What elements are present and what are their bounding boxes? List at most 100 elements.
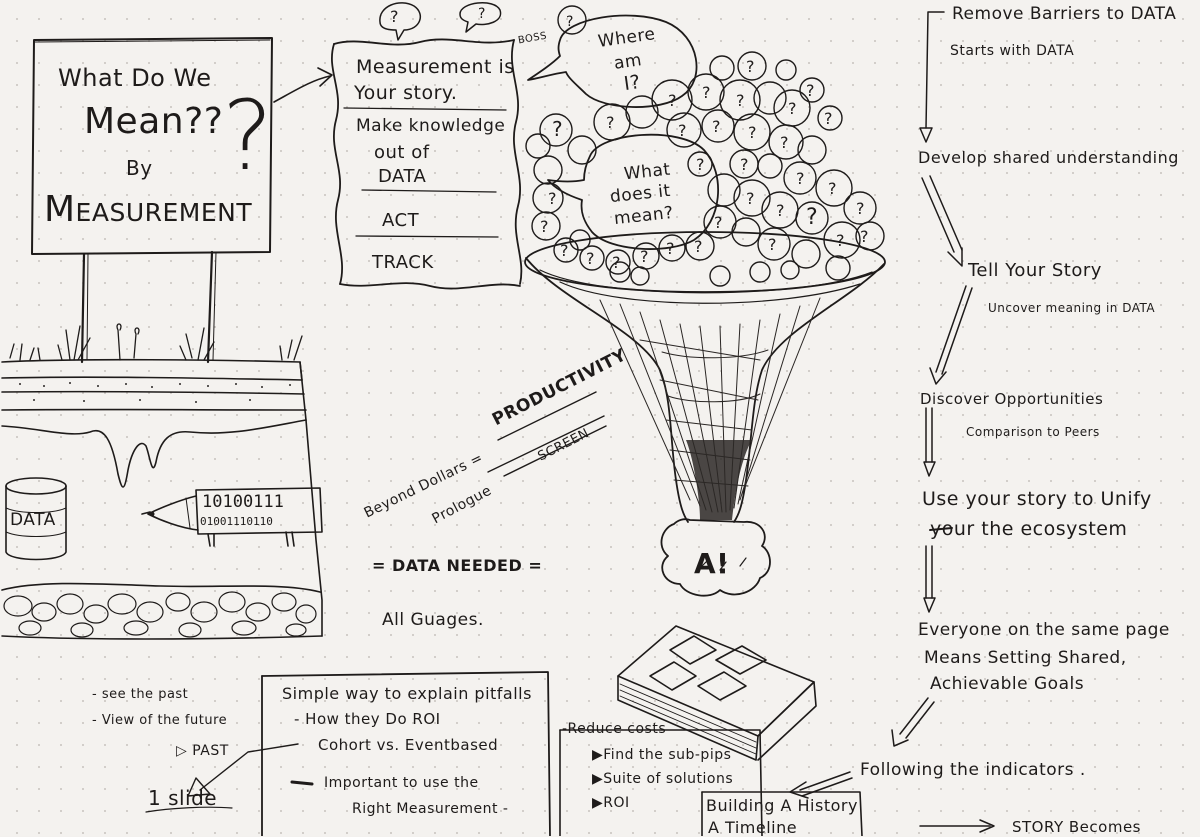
fist bbox=[660, 518, 771, 597]
svg-text:?: ? bbox=[860, 227, 869, 246]
reduce-item-3: ▶ROI bbox=[592, 795, 630, 811]
svg-text:?: ? bbox=[560, 241, 569, 260]
svg-text:?: ? bbox=[828, 179, 837, 198]
svg-text:?: ? bbox=[806, 205, 818, 230]
svg-text:?: ? bbox=[824, 109, 833, 128]
pitfalls-important: Important to use the bbox=[324, 775, 479, 791]
svg-text:?: ? bbox=[836, 231, 845, 250]
svg-text:?: ? bbox=[796, 169, 805, 188]
svg-text:?: ? bbox=[612, 253, 621, 272]
svg-text:?: ? bbox=[788, 99, 797, 118]
fist-label: A! bbox=[694, 547, 730, 580]
where-bubble-line-2: am bbox=[612, 50, 644, 74]
svg-text:?: ? bbox=[566, 14, 573, 30]
binary-top: 10100111 bbox=[202, 492, 284, 512]
pitfalls-how-roi: - How they Do ROI bbox=[294, 710, 441, 728]
svg-text:?: ? bbox=[552, 117, 563, 141]
scroll-item-2: Your story. bbox=[354, 82, 458, 104]
flow-discover: Discover Opportunities bbox=[920, 390, 1104, 408]
where-am-i-bubble bbox=[527, 14, 698, 108]
pitfalls-title: Simple way to explain pitfalls bbox=[282, 684, 532, 703]
question-balls bbox=[525, 51, 885, 287]
flow-timeline: A Timeline bbox=[708, 818, 798, 837]
flow-building: Building A History bbox=[706, 796, 858, 815]
one-slide-label: 1 slide bbox=[148, 786, 218, 810]
svg-text:?: ? bbox=[694, 237, 703, 256]
svg-text:?: ? bbox=[714, 213, 723, 232]
what-bubble-line-1: What bbox=[623, 159, 672, 185]
svg-text:?: ? bbox=[666, 239, 675, 258]
flow-arrows bbox=[789, 11, 995, 833]
flow-goals: Achievable Goals bbox=[930, 674, 1085, 694]
sign-board bbox=[31, 37, 333, 364]
binary-bottom: 01001110110 bbox=[200, 515, 273, 528]
flow-tell-story: Tell Your Story bbox=[968, 260, 1102, 281]
question-bubbles-top bbox=[379, 2, 502, 41]
svg-text:?: ? bbox=[606, 113, 615, 132]
flow-uncover: Uncover meaning in DATA bbox=[988, 301, 1156, 315]
scroll-item-5: DATA bbox=[378, 166, 427, 187]
scroll-item-1: Measurement is bbox=[356, 56, 515, 78]
flow-following: Following the indicators . bbox=[860, 760, 1086, 780]
sign-big-question-mark: ? bbox=[222, 80, 274, 192]
reduce-item-1: ▶Find the sub-pips bbox=[592, 747, 732, 763]
svg-text:?: ? bbox=[540, 217, 549, 236]
productivity-lines bbox=[487, 391, 607, 477]
funnel bbox=[524, 231, 886, 523]
scroll bbox=[331, 38, 523, 290]
what-does-it-mean-bubble bbox=[547, 133, 719, 250]
ground-section bbox=[1, 358, 323, 640]
svg-text:?: ? bbox=[748, 123, 757, 142]
boss-tag-bubble bbox=[557, 5, 587, 35]
flow-comparison: Comparison to Peers bbox=[966, 425, 1100, 439]
svg-text:?: ? bbox=[640, 247, 649, 266]
binary-creature bbox=[141, 487, 323, 547]
svg-text:?: ? bbox=[768, 235, 777, 254]
svg-text:?: ? bbox=[806, 81, 815, 100]
ball-question-marks: ??? ??? ??? ??? ??? ??? ??? ??? ??? ??? … bbox=[390, 6, 869, 272]
grass bbox=[9, 323, 303, 361]
all-gauges: All Guages. bbox=[382, 610, 484, 630]
scroll-item-7: TRACK bbox=[372, 252, 434, 273]
scroll-item-3: Make knowledge bbox=[356, 116, 506, 136]
past-label: ▷ PAST bbox=[176, 743, 229, 759]
view-of-future: - View of the future bbox=[92, 713, 228, 728]
tablet-stack bbox=[617, 625, 817, 761]
svg-text:?: ? bbox=[736, 91, 745, 110]
see-the-past: - see the past bbox=[92, 687, 189, 702]
flow-remove-barriers: Remove Barriers to DATA bbox=[952, 4, 1177, 24]
reduce-title: -Reduce costs bbox=[562, 721, 667, 737]
svg-text:?: ? bbox=[776, 201, 785, 220]
one-slide-arrow bbox=[145, 743, 314, 813]
svg-text:?: ? bbox=[390, 7, 399, 26]
svg-text:?: ? bbox=[740, 155, 749, 174]
barrel-label: DATA bbox=[10, 510, 56, 530]
flow-story-becomes: STORY Becomes bbox=[1012, 818, 1141, 836]
funnel-stem bbox=[686, 440, 752, 520]
data-needed: = DATA NEEDED = bbox=[372, 556, 543, 575]
pitfalls-box bbox=[261, 671, 551, 836]
svg-text:?: ? bbox=[668, 91, 677, 110]
svg-text:?: ? bbox=[586, 249, 595, 268]
svg-text:?: ? bbox=[696, 155, 705, 174]
sign-line-2: Mean?? bbox=[84, 101, 224, 142]
scroll-item-4: out of bbox=[374, 142, 430, 163]
svg-text:?: ? bbox=[780, 133, 789, 152]
flow-everyone: Everyone on the same page bbox=[918, 620, 1170, 640]
svg-text:?: ? bbox=[702, 83, 711, 102]
pitfalls-cohort: Cohort vs. Eventbased bbox=[318, 736, 499, 754]
svg-text:?: ? bbox=[548, 189, 557, 208]
sign-line-4: Measurement bbox=[44, 189, 253, 230]
svg-text:?: ? bbox=[678, 121, 687, 140]
flow-develop: Develop shared understanding bbox=[918, 148, 1179, 167]
rocks bbox=[3, 591, 317, 638]
svg-text:?: ? bbox=[746, 189, 755, 208]
pitfalls-right-measurement: Right Measurement - bbox=[352, 801, 509, 817]
flow-ecosystem: your the ecosystem bbox=[930, 518, 1128, 540]
svg-text:?: ? bbox=[856, 199, 865, 218]
data-barrel bbox=[5, 477, 67, 561]
scroll-item-6: ACT bbox=[382, 210, 420, 231]
where-bubble-line-3: I? bbox=[622, 70, 643, 96]
